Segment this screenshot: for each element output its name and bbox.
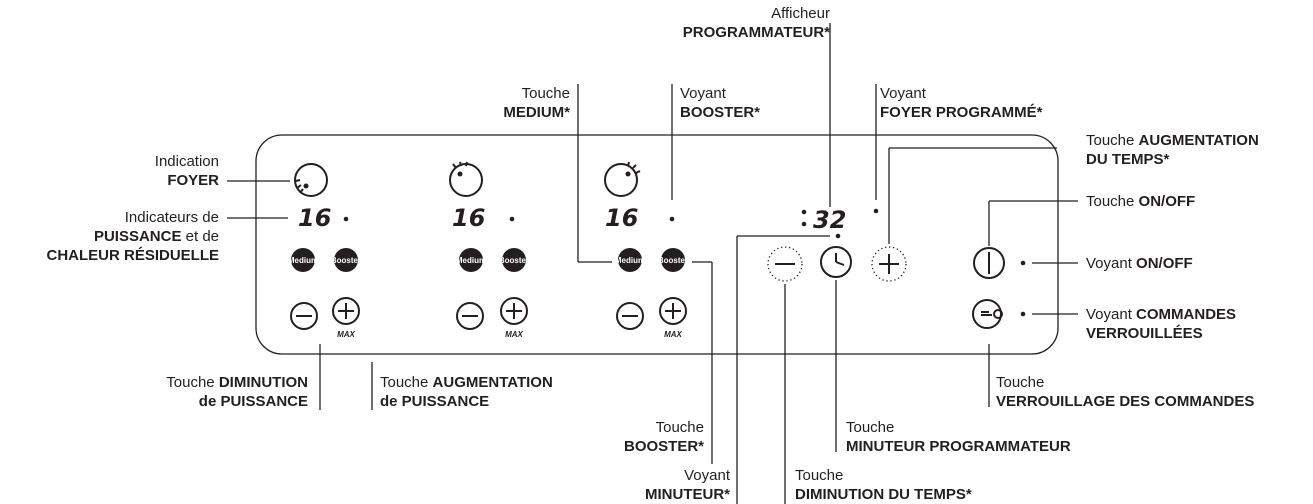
timer-display: 32 (813, 206, 846, 234)
label-touche-onoff: Touche ON/OFF (1086, 193, 1196, 210)
timer-clock-button[interactable] (820, 246, 852, 278)
timer-section: 32 (767, 206, 907, 282)
svg-text:Medium: Medium (288, 256, 318, 265)
cooking-zone-3: 16 Medium Booster MAX (604, 161, 688, 339)
svg-text:MAX: MAX (337, 330, 355, 339)
power-decrease-button[interactable] (290, 302, 318, 330)
label-touche-augmentation-temps: Touche AUGMENTATION DU TEMPS* (1086, 132, 1259, 168)
lock-indicator (1020, 311, 1026, 317)
label-touche-diminution-temps: Touche DIMINUTION DU TEMPS* (795, 467, 972, 503)
svg-text:MAX: MAX (505, 330, 523, 339)
label-touche-booster: Touche BOOSTER* (623, 419, 704, 455)
svg-text:Medium: Medium (615, 256, 645, 265)
medium-button[interactable]: Medium (456, 248, 486, 272)
svg-text:Booster: Booster (499, 256, 529, 265)
zone-dot (509, 216, 515, 222)
booster-button[interactable]: Booster (331, 248, 361, 272)
label-touche-verrouillage: Touche VERROUILLAGE DES COMMANDES (996, 374, 1255, 410)
label-voyant-commandes-verrouillees: Voyant COMMANDES VERROUILLÉES (1086, 306, 1237, 342)
zone-indicator-icon (449, 161, 483, 197)
power-display: 16 (605, 204, 638, 232)
label-voyant-minuteur: Voyant MINUTEUR* (645, 467, 730, 503)
label-touche-augmentation-puissance: Touche AUGMENTATION de PUISSANCE (380, 374, 553, 410)
label-touche-medium: Touche MEDIUM* (503, 85, 570, 121)
time-decrease-button[interactable] (767, 246, 803, 282)
programmed-zone-indicator (873, 208, 879, 214)
control-panel-outline (255, 134, 1059, 355)
lock-button[interactable] (972, 299, 1003, 329)
label-indication-foyer: Indication FOYER (154, 153, 219, 189)
power-decrease-button[interactable] (616, 302, 644, 330)
cooking-zone-1: 16 Medium Booster MAX (288, 163, 361, 339)
leader-lines (227, 23, 1078, 504)
power-increase-button[interactable]: MAX (332, 297, 360, 339)
label-voyant-onoff: Voyant ON/OFF (1086, 255, 1193, 272)
power-decrease-button[interactable] (456, 302, 484, 330)
svg-text:Medium: Medium (456, 256, 486, 265)
label-voyant-foyer-programme: Voyant FOYER PROGRAMMÉ* (880, 85, 1043, 121)
svg-text:Booster: Booster (331, 256, 361, 265)
cooking-zone-2: 16 Medium Booster MAX (449, 161, 529, 339)
time-increase-button[interactable] (871, 246, 907, 282)
timer-indicator (835, 233, 841, 239)
svg-text:Booster: Booster (658, 256, 688, 265)
power-increase-button[interactable]: MAX (500, 297, 528, 339)
power-increase-button[interactable]: MAX (659, 297, 687, 339)
label-touche-diminution-puissance: Touche DIMINUTION de PUISSANCE (166, 374, 308, 410)
zone-dot (343, 216, 349, 222)
medium-button[interactable]: Medium (615, 248, 645, 272)
svg-text:MAX: MAX (664, 330, 682, 339)
zone-indicator-icon (294, 163, 328, 197)
power-display: 16 (298, 204, 331, 232)
booster-button[interactable]: Booster (499, 248, 529, 272)
label-afficheur-programmateur: Afficheur PROGRAMMATEUR* (682, 5, 830, 41)
label-voyant-booster: Voyant BOOSTER* (680, 85, 761, 121)
label-indicateurs-puissance: Indicateurs de PUISSANCE et de CHALEUR R… (46, 209, 219, 264)
power-display: 16 (452, 204, 485, 232)
onoff-indicator (1020, 260, 1026, 266)
zone-indicator-icon (604, 161, 641, 197)
zone-dot (669, 216, 675, 222)
booster-button[interactable]: Booster (658, 248, 688, 272)
medium-button[interactable]: Medium (288, 248, 318, 272)
onoff-button[interactable] (973, 247, 1005, 279)
label-touche-minuteur-programmateur: Touche MINUTEUR PROGRAMMATEUR (846, 419, 1071, 455)
